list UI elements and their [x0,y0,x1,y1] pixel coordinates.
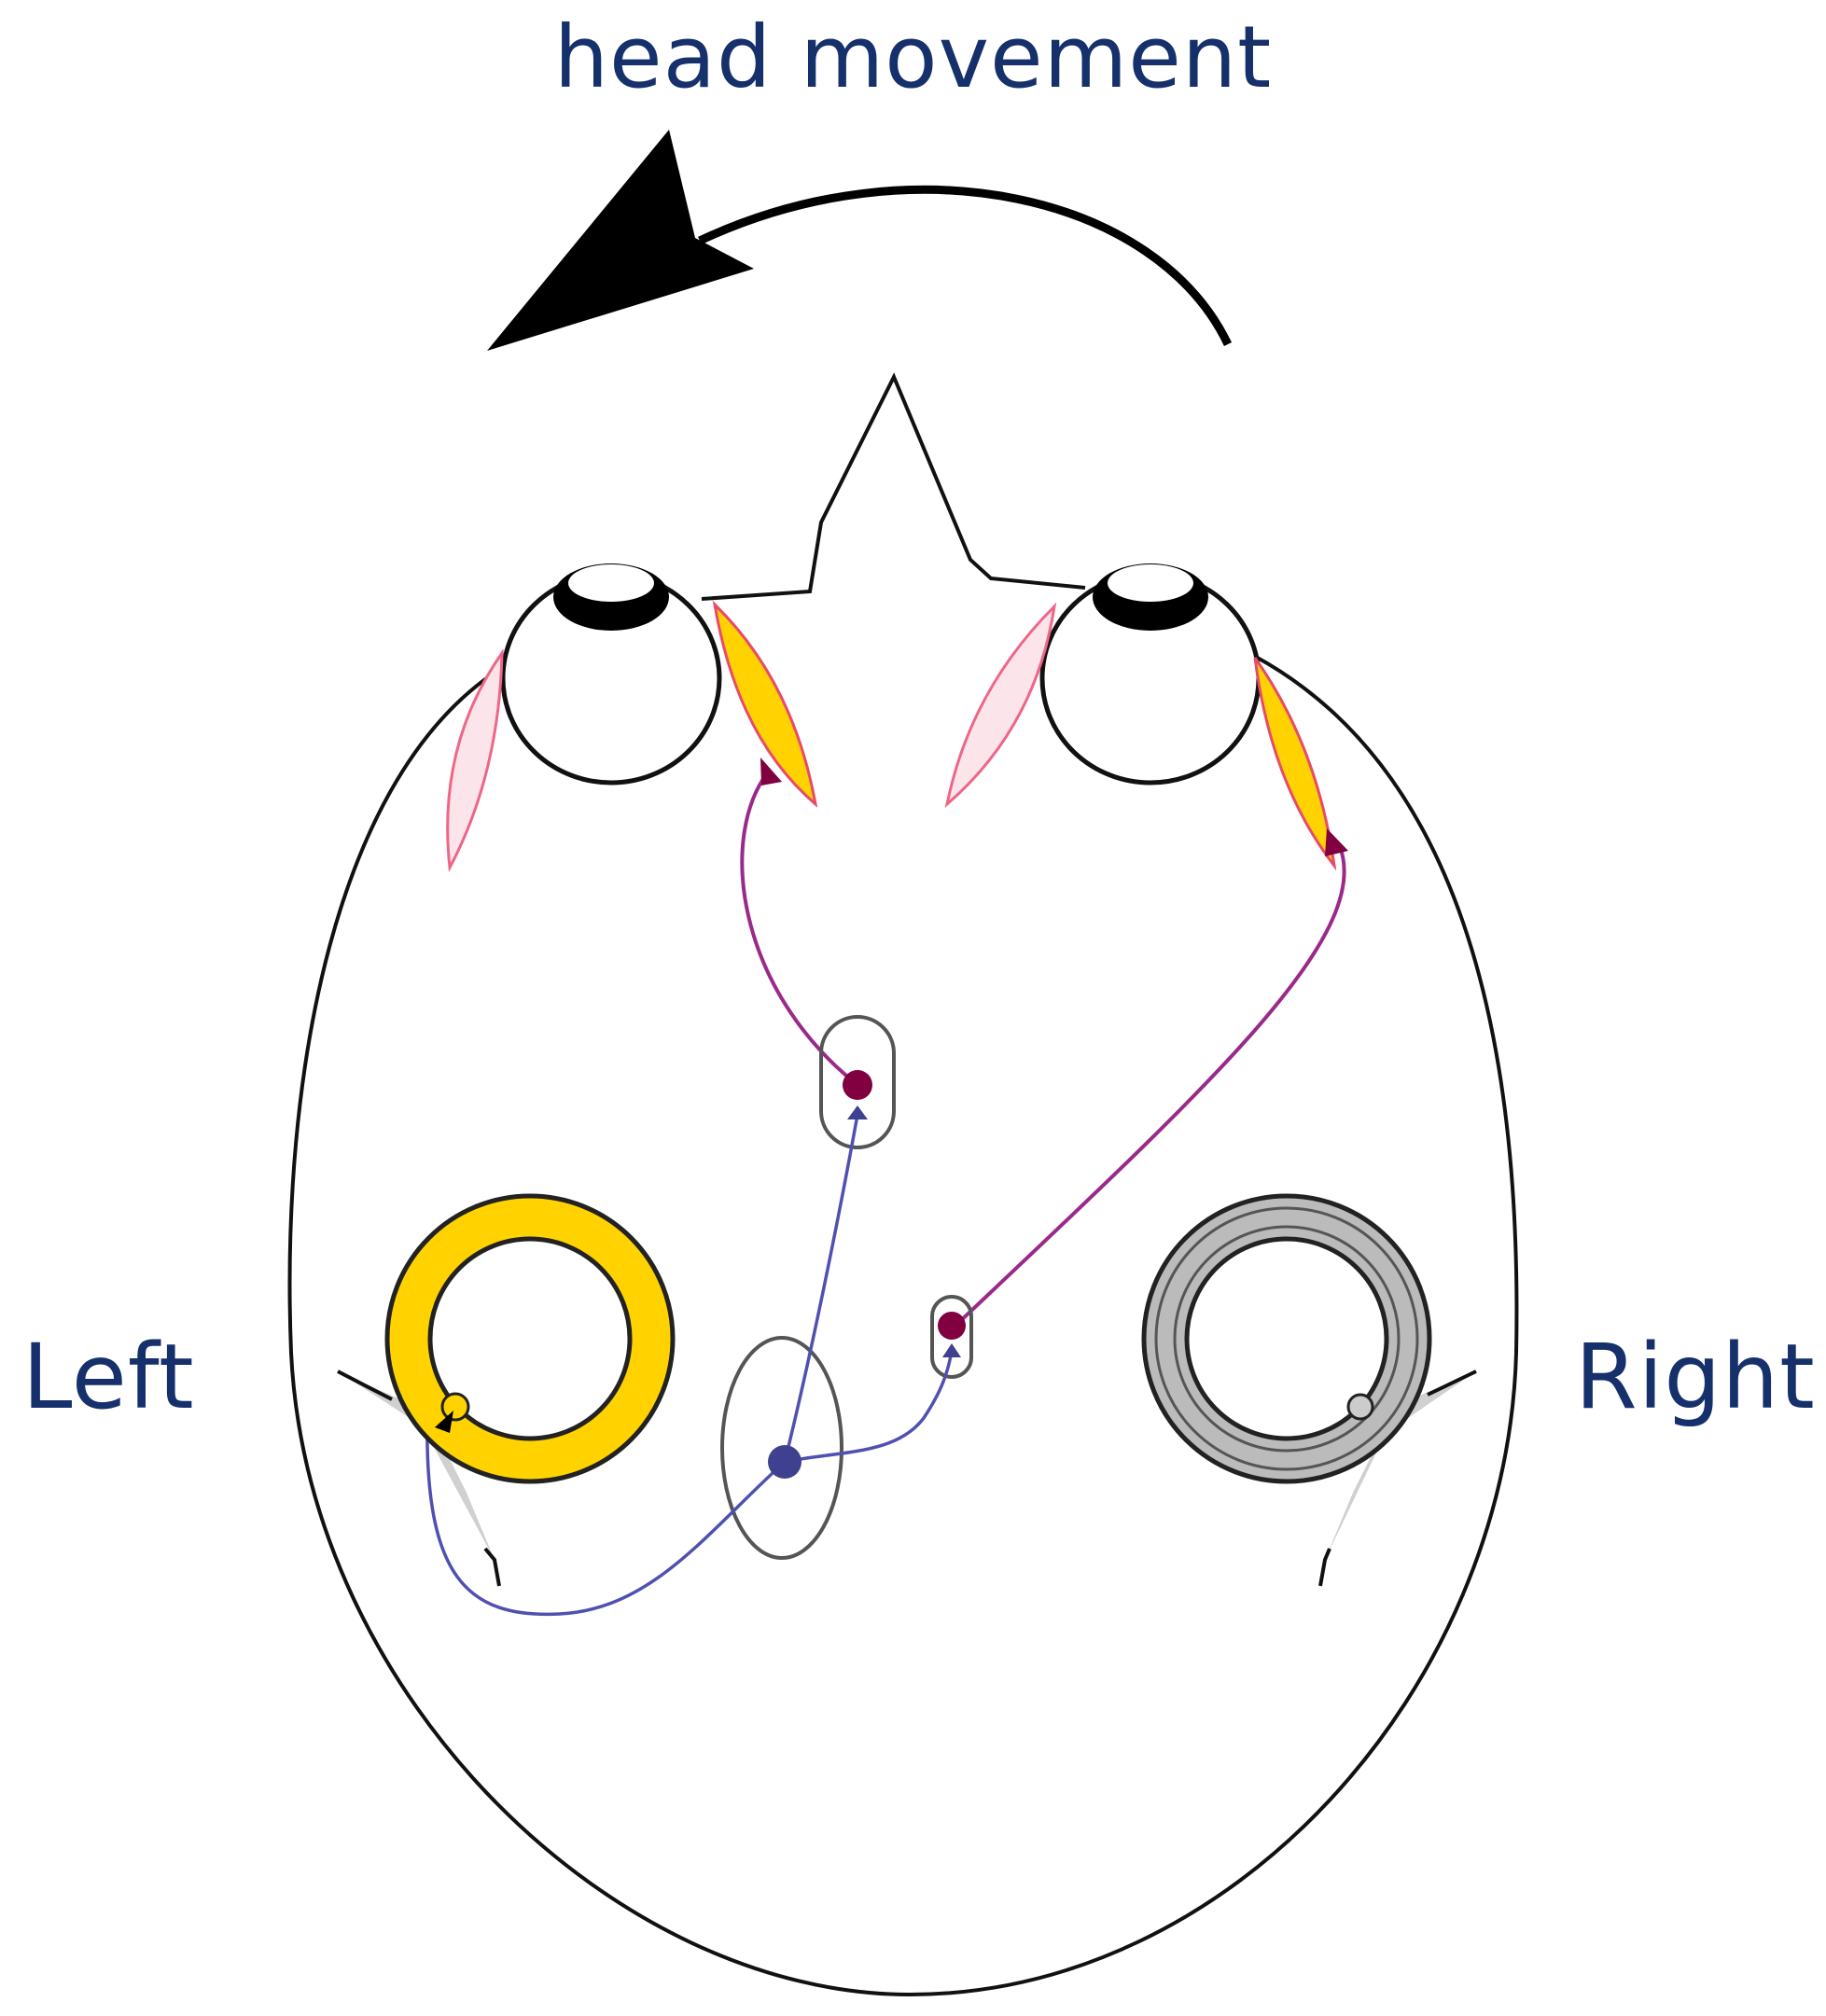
rotation-arrow-icon [487,130,1233,351]
right-eye [1039,563,1261,786]
left-semicircular-canal [337,1193,676,1587]
left-eye-medial-muscle [712,600,818,808]
abducens-neuron [938,1312,966,1340]
vestibular-neuron [768,1445,801,1479]
right-eye-medial-muscle [944,602,1057,809]
left-eye [500,563,722,786]
vestibular-nucleus [720,1336,843,1560]
head-outline [287,654,1519,1997]
diagram-title: head movement [553,7,1273,107]
left-label: Left [22,1325,195,1429]
right-eye-lateral-muscle [1253,657,1337,871]
oculomotor-nucleus [819,1015,896,1149]
right-label: Right [1575,1325,1816,1429]
oculomotor-neuron [843,1070,872,1100]
nose-outline [701,372,1086,601]
left-eye-lateral-muscle [446,648,504,873]
oculomotor-nerve [740,772,859,1087]
abducens-nerve [954,843,1346,1328]
abducens-nucleus [930,1295,973,1379]
vestibular-pathways [425,1114,954,1617]
right-semicircular-canal [1141,1193,1477,1587]
